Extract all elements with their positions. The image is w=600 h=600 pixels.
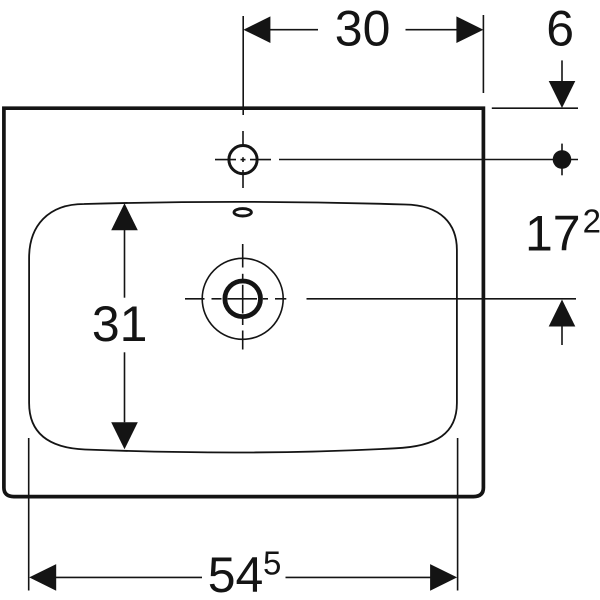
svg-text:17: 17 xyxy=(525,205,581,261)
svg-text:30: 30 xyxy=(335,0,391,56)
svg-text:5: 5 xyxy=(263,544,281,581)
svg-text:54: 54 xyxy=(208,547,264,600)
svg-text:31: 31 xyxy=(92,296,148,352)
svg-text:6: 6 xyxy=(546,0,574,56)
svg-text:2: 2 xyxy=(583,203,600,240)
